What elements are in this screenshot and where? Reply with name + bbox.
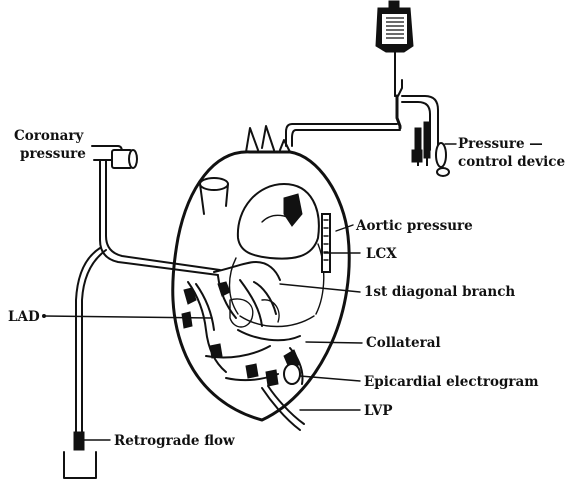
aortic-pressure-catheter-icon <box>322 214 330 272</box>
label-lad: LAD <box>8 309 40 325</box>
label-epicardial-electrogram: Epicardial electrogram <box>364 374 539 390</box>
label-aortic-pressure: Aortic pressure <box>355 218 473 234</box>
label-collateral: Collateral <box>366 335 441 351</box>
label-lvp: LVP <box>364 403 393 419</box>
label-lcx: LCX <box>366 246 397 262</box>
label-coronary-pressure-line2: pressure <box>20 146 86 162</box>
label-first-diagonal-branch: 1st diagonal branch <box>364 284 515 300</box>
label-retrograde-flow: Retrograde flow <box>114 433 235 449</box>
label-pressure-control-line2: control device <box>458 154 565 170</box>
label-coronary-pressure-line1: Coronary <box>14 128 85 144</box>
label-pressure-control-line1: Pressure — <box>458 136 543 152</box>
pressure-control-device-icon <box>412 122 456 176</box>
reservoir-bottle-icon <box>376 1 413 52</box>
coronary-pressure-transducer-icon <box>92 146 220 275</box>
retrograde-flow-tube <box>64 248 106 478</box>
